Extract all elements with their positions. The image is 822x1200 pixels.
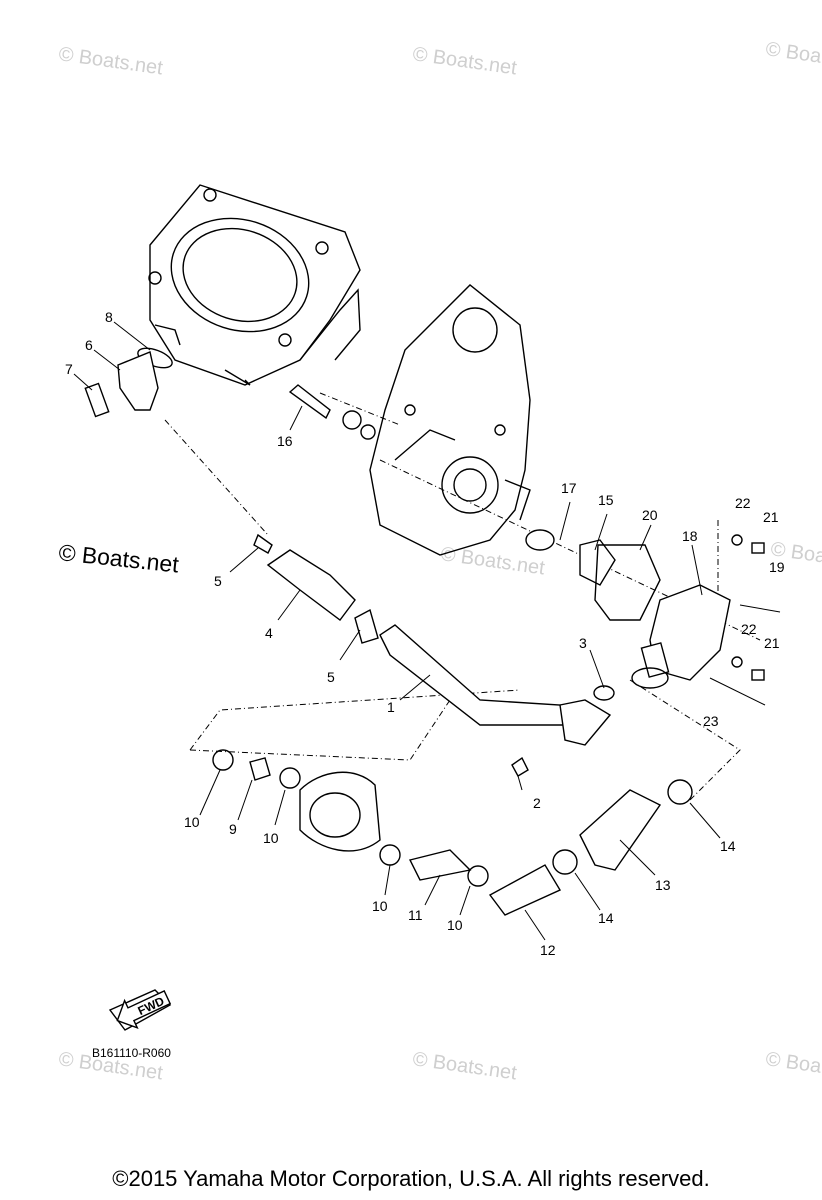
callout-5-lower: 5 bbox=[327, 669, 335, 685]
callout-14-a: 14 bbox=[598, 910, 614, 926]
callout-16: 16 bbox=[277, 433, 293, 449]
watermark-top-right: © Boats.net bbox=[764, 38, 822, 74]
callout-5-upper: 5 bbox=[214, 573, 222, 589]
watermark-bottom-center: © Boats.net bbox=[411, 1048, 518, 1084]
watermarks: © Boats.net © Boats.net © Boats.net © Bo… bbox=[57, 38, 822, 1084]
copyright-notice: ©2015 Yamaha Motor Corporation, U.S.A. A… bbox=[112, 1166, 710, 1191]
watermark-bottom-right: © Boats.net bbox=[764, 1048, 822, 1084]
thermostat-parts bbox=[73, 321, 173, 418]
crankcase-cover bbox=[369, 284, 531, 556]
callout-10-b: 10 bbox=[263, 830, 279, 846]
callout-4: 4 bbox=[265, 625, 273, 641]
callout-21-b: 21 bbox=[764, 635, 780, 651]
cylinder-block bbox=[148, 184, 361, 386]
callout-labels: 1 2 3 4 5 5 6 7 8 9 10 10 10 10 11 12 13… bbox=[65, 309, 785, 958]
callout-13: 13 bbox=[655, 877, 671, 893]
callout-12: 12 bbox=[540, 942, 556, 958]
watermark-top-left: © Boats.net bbox=[57, 43, 164, 79]
leader-lines bbox=[199, 547, 721, 941]
callout-3: 3 bbox=[579, 635, 587, 651]
callout-8: 8 bbox=[105, 309, 113, 325]
callout-10-d: 10 bbox=[447, 917, 463, 933]
callout-1: 1 bbox=[387, 699, 395, 715]
lower-hose-parts bbox=[108, 749, 693, 1031]
watermark-boats-net: © Boats.net bbox=[57, 539, 180, 578]
hoses-and-pipes bbox=[253, 533, 669, 791]
callout-11: 11 bbox=[408, 907, 423, 923]
callout-10-c: 10 bbox=[372, 898, 388, 914]
callout-15: 15 bbox=[598, 492, 614, 508]
callout-9: 9 bbox=[229, 821, 237, 837]
callout-18: 18 bbox=[682, 528, 698, 544]
callout-23: 23 bbox=[703, 713, 719, 729]
watermark-center: © Boats.net bbox=[439, 543, 546, 579]
callout-6: 6 bbox=[85, 337, 93, 353]
callout-10-a: 10 bbox=[184, 814, 200, 830]
callout-21-a: 21 bbox=[763, 509, 779, 525]
callout-20: 20 bbox=[642, 507, 658, 523]
callout-22-a: 22 bbox=[735, 495, 751, 511]
callout-2: 2 bbox=[533, 795, 541, 811]
watermark-top-center: © Boats.net bbox=[411, 43, 518, 79]
callout-17: 17 bbox=[561, 480, 577, 496]
callout-14-b: 14 bbox=[720, 838, 736, 854]
pump-shaft bbox=[288, 384, 376, 440]
callout-7: 7 bbox=[65, 361, 73, 377]
diagram-code: B161110-R060 bbox=[92, 1046, 171, 1060]
water-pump bbox=[525, 501, 781, 706]
callout-19: 19 bbox=[769, 559, 785, 575]
callout-22-b: 22 bbox=[741, 621, 757, 637]
